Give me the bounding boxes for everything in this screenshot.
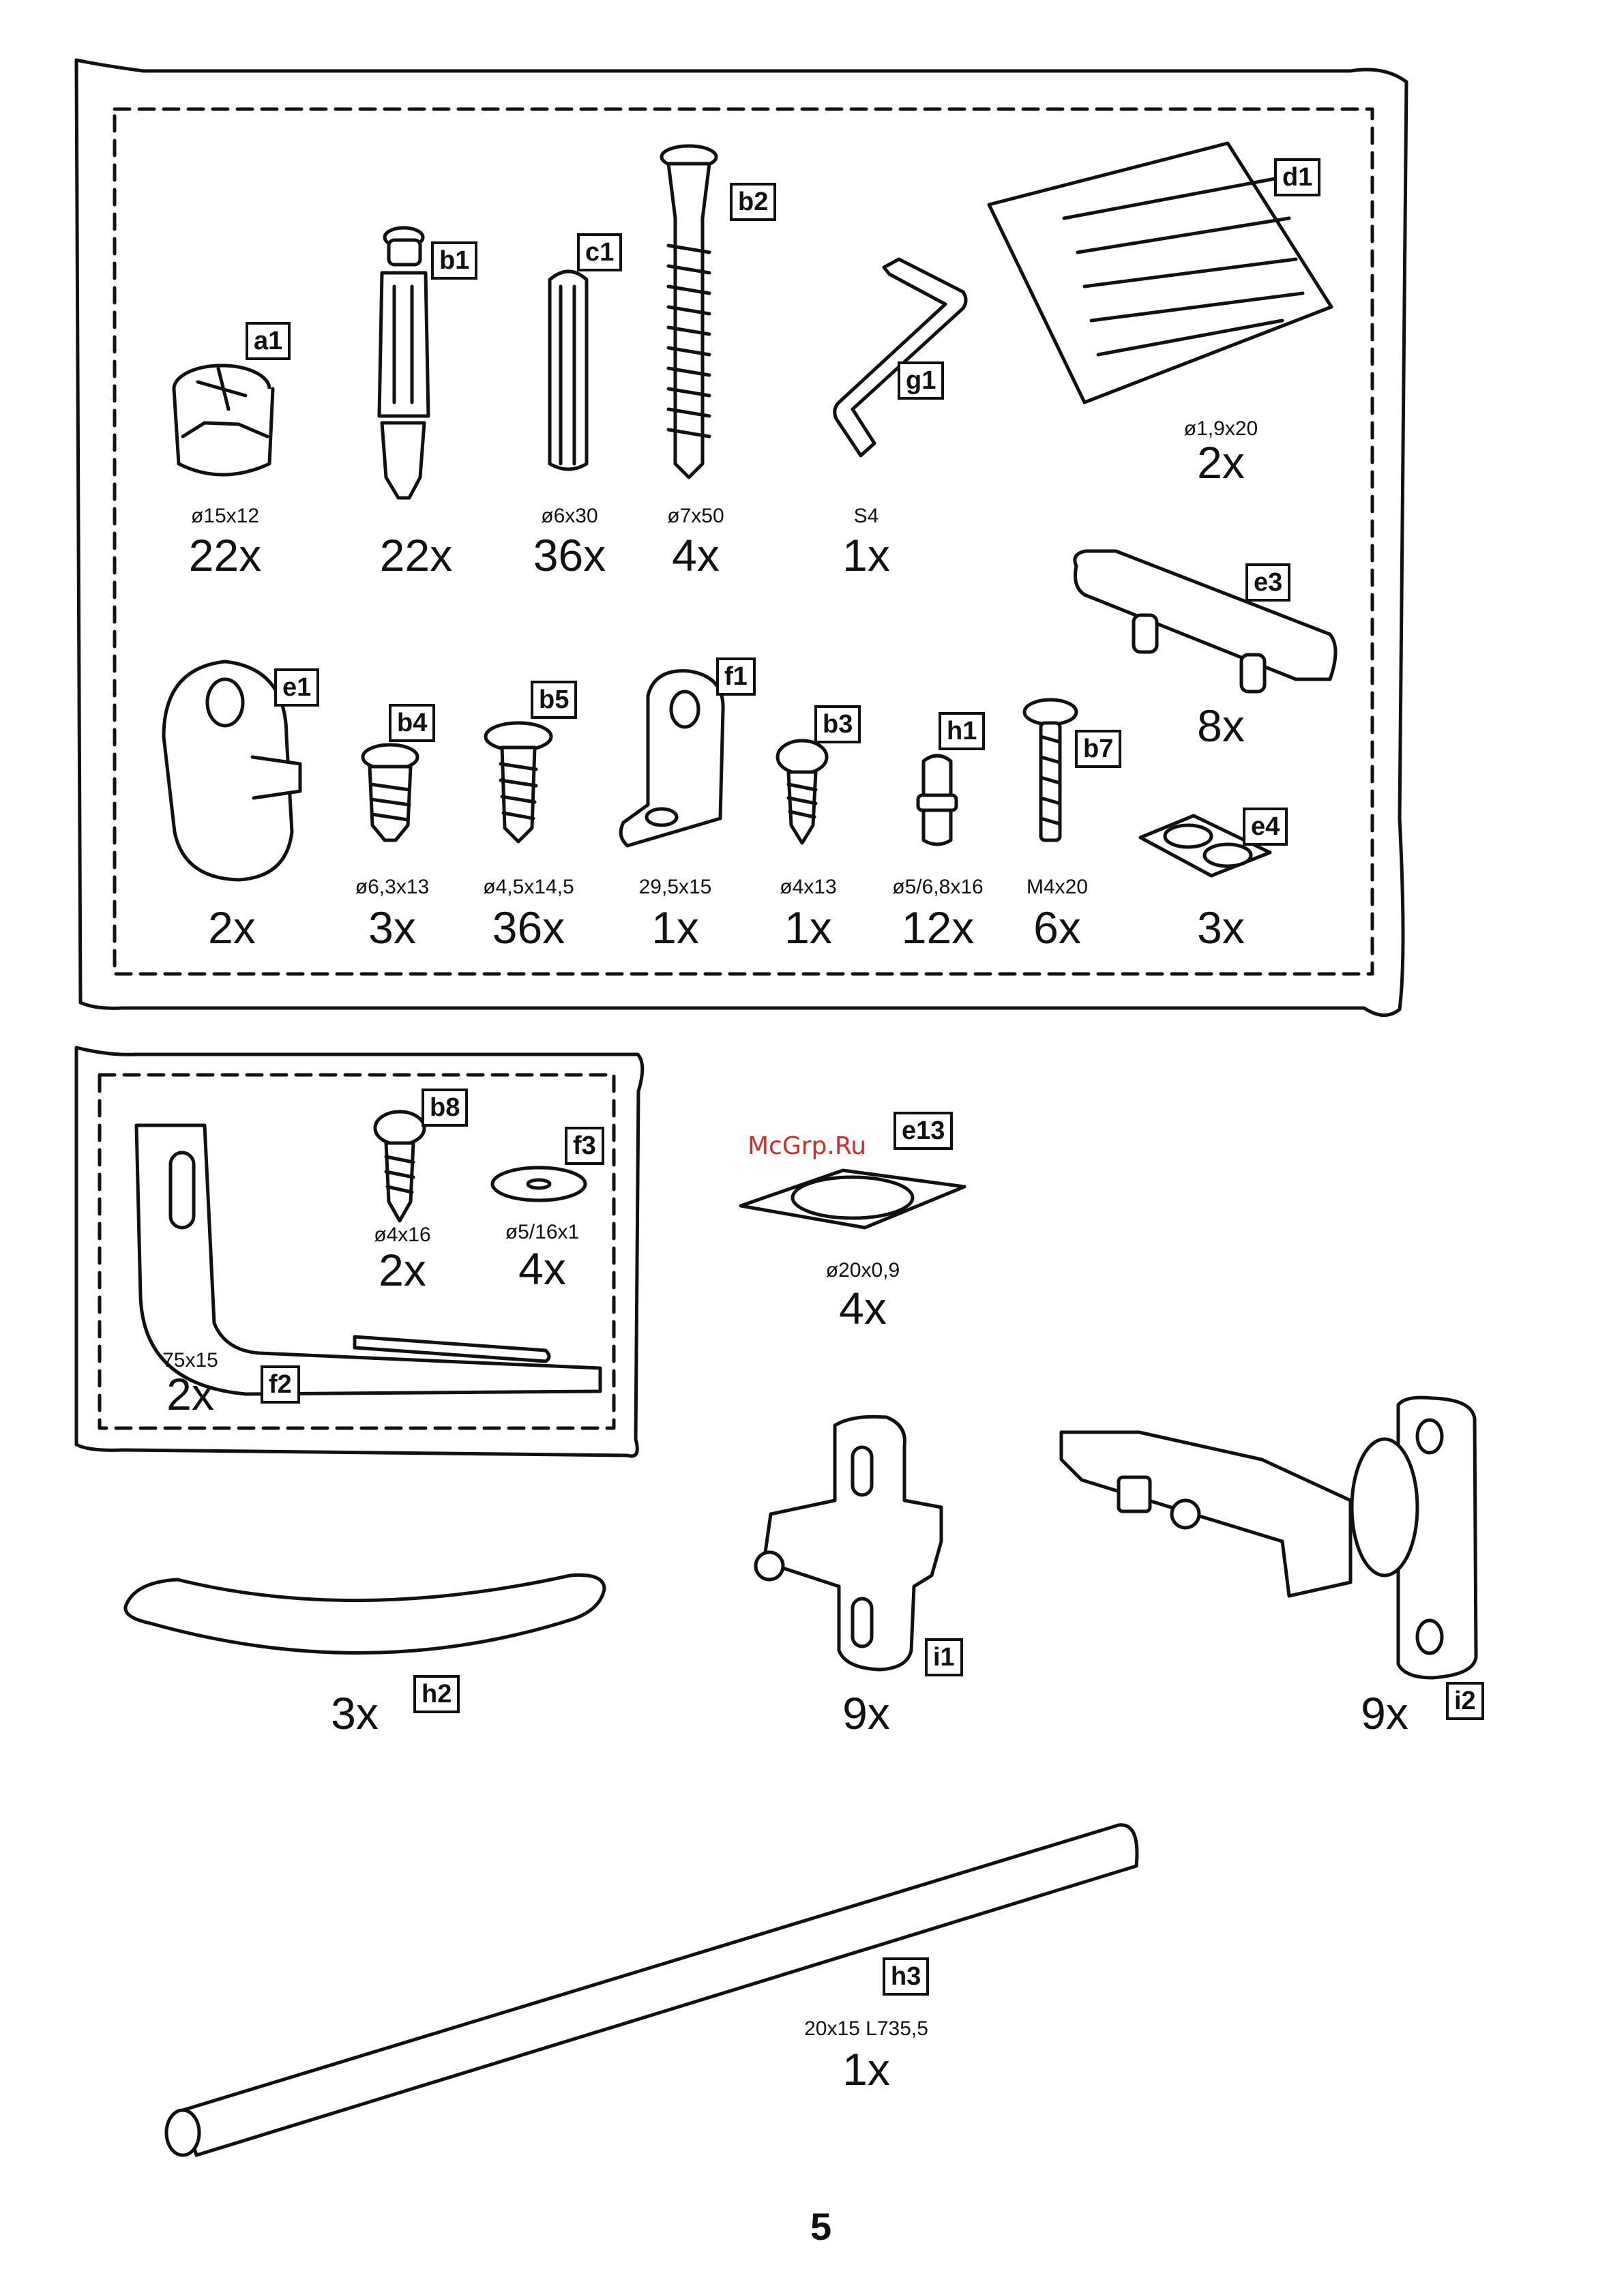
qty-e1: 2x	[164, 902, 300, 953]
tag-c1: c1	[577, 233, 622, 271]
dim-b5: ø4,5x14,5	[457, 876, 600, 899]
tag-d1: d1	[1274, 158, 1320, 196]
tag-e13: e13	[894, 1112, 953, 1150]
dim-f3: ø5/16x1	[477, 1221, 607, 1244]
tag-h2: h2	[413, 1675, 460, 1713]
qty-h2: 3x	[293, 1687, 416, 1739]
i2-cabinet-hinge	[1061, 1397, 1476, 1678]
qty-h3: 1x	[764, 2043, 969, 2095]
qty-e3: 8x	[1146, 700, 1296, 752]
b8-screw	[375, 1112, 424, 1221]
qty-b7: 6x	[1003, 902, 1112, 953]
tag-b4: b4	[389, 704, 435, 742]
qty-f3: 4x	[477, 1243, 607, 1294]
g1-allen-key	[835, 259, 966, 456]
qty-b1: 22x	[334, 529, 498, 581]
tag-f2: f2	[261, 1365, 300, 1404]
qty-i1: 9x	[805, 1687, 928, 1739]
tag-e3: e3	[1245, 563, 1290, 602]
tag-h3: h3	[883, 1957, 929, 1996]
tag-f1: f1	[716, 657, 756, 696]
watermark: McGrp.Ru	[748, 1132, 866, 1160]
dim-c1: ø6x30	[498, 505, 641, 528]
h3-clothes-rail	[166, 1825, 1137, 2155]
qty-e13: 4x	[784, 1282, 941, 1334]
dim-b7: M4x20	[1003, 876, 1112, 899]
dim-b4: ø6,3x13	[334, 876, 450, 899]
f3-washer	[492, 1168, 585, 1200]
dim-b2: ø7x50	[628, 505, 764, 528]
qty-a1: 22x	[136, 529, 314, 581]
e13-felt-pad	[741, 1170, 964, 1228]
dim-a1: ø15x12	[136, 505, 314, 528]
dim-e13: ø20x0,9	[784, 1259, 941, 1282]
tag-e4: e4	[1243, 808, 1288, 846]
dim-h1: ø5/6,8x16	[873, 876, 1003, 899]
qty-d1: 2x	[1146, 436, 1296, 488]
tag-i1: i1	[925, 1638, 963, 1676]
dim-b3: ø4x13	[750, 876, 866, 899]
tag-a1: a1	[246, 322, 291, 360]
b3-screw	[778, 741, 827, 843]
c1-wood-dowel	[550, 271, 587, 469]
dim-b8: ø4x16	[348, 1224, 457, 1247]
qty-i2: 9x	[1323, 1687, 1446, 1739]
tag-e1: e1	[274, 668, 319, 707]
dim-h3: 20x15 L735,5	[764, 2017, 969, 2041]
qty-e4: 3x	[1153, 902, 1289, 953]
e3-cabinet-handle	[1075, 551, 1335, 692]
h2-bow-handle	[126, 1575, 604, 1653]
tag-b1: b1	[431, 241, 477, 280]
tag-b8: b8	[422, 1089, 468, 1127]
qty-b2: 4x	[628, 529, 764, 581]
qty-b8: 2x	[348, 1244, 457, 1296]
b2-screw	[662, 146, 716, 477]
qty-b4: 3x	[334, 902, 450, 953]
qty-h1: 12x	[873, 902, 1003, 953]
tag-b2: b2	[730, 183, 776, 221]
b4-screw	[363, 745, 417, 840]
tag-f3: f3	[565, 1127, 604, 1165]
tag-b3: b3	[814, 705, 861, 743]
b1-connector-bolt	[379, 228, 428, 498]
i1-hinge-mounting-plate	[756, 1417, 941, 1670]
b5-screw	[486, 723, 551, 842]
tag-b5: b5	[531, 681, 577, 719]
tag-g1: g1	[898, 361, 944, 400]
qty-f1: 1x	[607, 902, 743, 953]
qty-c1: 36x	[498, 529, 641, 581]
tag-i2: i2	[1446, 1682, 1484, 1720]
dim-f1: 29,5x15	[607, 876, 743, 899]
qty-b5: 36x	[457, 902, 600, 953]
tag-b7: b7	[1075, 730, 1121, 768]
qty-g1: 1x	[791, 529, 941, 581]
page-number: 5	[810, 2204, 831, 2249]
h1-shelf-pin	[918, 756, 956, 844]
qty-b3: 1x	[750, 902, 866, 953]
a1-cam-lock	[174, 366, 273, 475]
tag-h1: h1	[939, 712, 985, 750]
b7-bolt	[1024, 700, 1076, 840]
f1-angle-bracket	[621, 671, 723, 846]
qty-f2: 2x	[146, 1368, 235, 1420]
dim-g1: S4	[791, 505, 941, 528]
